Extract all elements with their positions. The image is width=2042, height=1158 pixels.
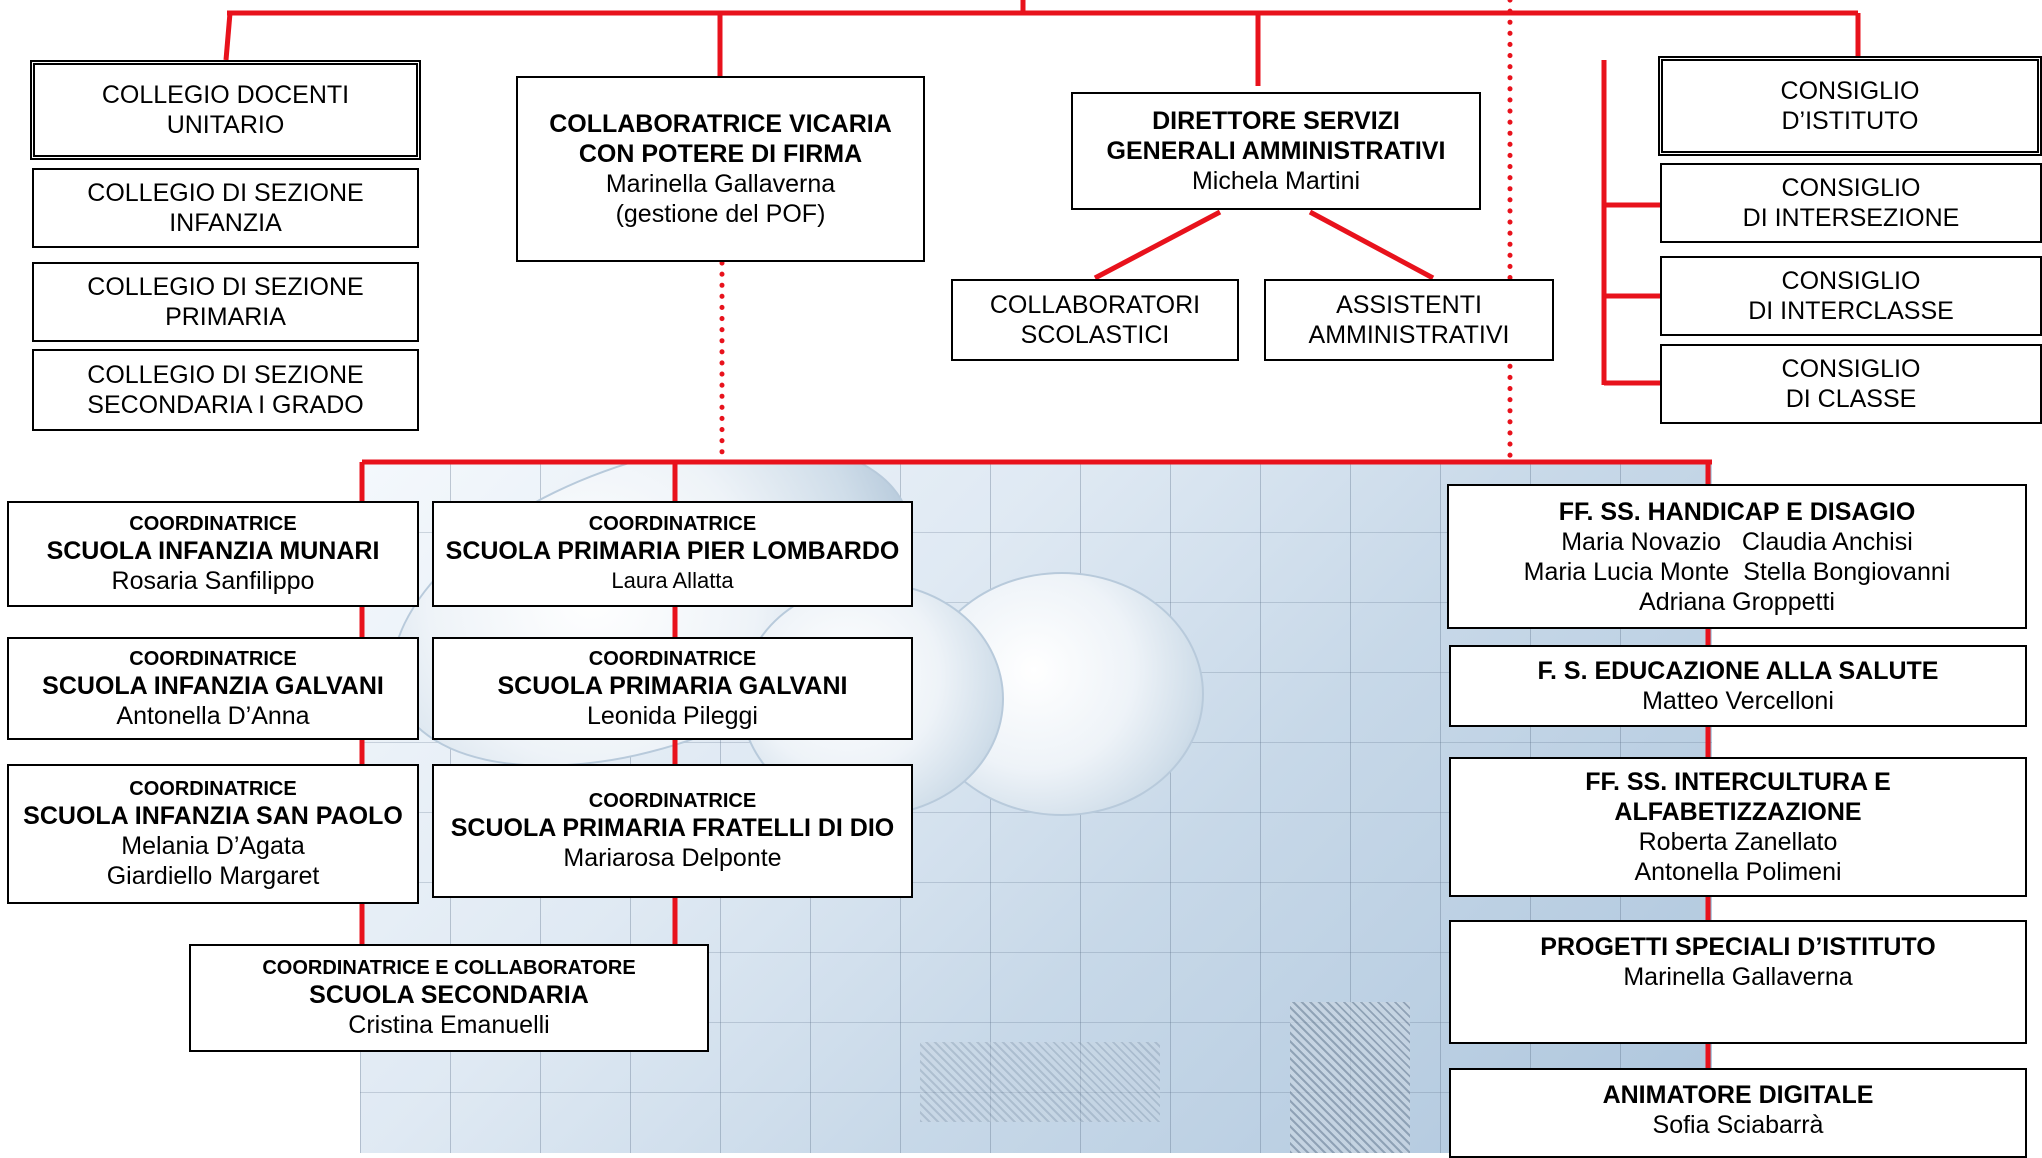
dsga-name: Michela Martini (1191, 167, 1361, 195)
vicaria-title-line-2: CON POTERE DI FIRMA (578, 140, 863, 168)
consiglio-istituto-line-1: CONSIGLIO (1780, 77, 1920, 105)
consiglio-classe-line-1: CONSIGLIO (1781, 355, 1921, 383)
coord-school: SCUOLA PRIMARIA FRATELLI DI DIO (450, 814, 895, 842)
collegio-primaria-box: COLLEGIO DI SEZIONE PRIMARIA (32, 262, 419, 342)
coord-role: COORDINATRICE (588, 513, 757, 535)
blueprint-detail (920, 1042, 1160, 1122)
blueprint-detail (1290, 1002, 1410, 1153)
funzione-name: Antonella Polimeni (1634, 858, 1842, 886)
funzione-title: ANIMATORE DIGITALE (1602, 1081, 1874, 1109)
consiglio-interclasse-box: CONSIGLIO DI INTERCLASSE (1660, 256, 2042, 336)
coordinatrice-infanzia-san-paolo-box: COORDINATRICE SCUOLA INFANZIA SAN PAOLO … (7, 764, 419, 904)
consiglio-intersezione-line-1: CONSIGLIO (1781, 174, 1921, 202)
coord-role: COORDINATRICE (129, 513, 297, 535)
collegio-unitario-line-1: COLLEGIO DOCENTI (101, 81, 350, 109)
collegio-infanzia-line-1: COLLEGIO DI SEZIONE (87, 179, 364, 207)
collaboratori-line-2: SCOLASTICI (1020, 321, 1170, 349)
consiglio-classe-line-2: DI CLASSE (1785, 385, 1917, 413)
coordinatrice-primaria-fratelli-di-dio-box: COORDINATRICE SCUOLA PRIMARIA FRATELLI D… (432, 764, 913, 898)
funzione-name: Adriana Groppetti (1639, 587, 1835, 616)
coord-school: SCUOLA SECONDARIA (309, 981, 589, 1009)
coord-school: SCUOLA INFANZIA SAN PAOLO (23, 802, 403, 830)
ff-ss-handicap-box: FF. SS. HANDICAP E DISAGIO Maria Novazio… (1447, 484, 2027, 629)
consiglio-intersezione-line-2: DI INTERSEZIONE (1742, 204, 1960, 232)
collegio-infanzia-box: COLLEGIO DI SEZIONE INFANZIA (32, 168, 419, 248)
funzione-name: Roberta Zanellato (1638, 828, 1838, 856)
coord-name: Leonida Pileggi (587, 701, 758, 730)
collegio-infanzia-line-2: INFANZIA (169, 209, 282, 237)
ff-ss-intercultura-box: FF. SS. INTERCULTURA E ALFABETIZZAZIONE … (1449, 757, 2027, 897)
coord-name: Giardiello Margaret (106, 862, 320, 890)
dsga-box: DIRETTORE SERVIZI GENERALI AMMINISTRATIV… (1071, 92, 1481, 210)
funzione-name: Marinella Gallaverna (1623, 963, 1853, 991)
collaboratori-scolastici-box: COLLABORATORI SCOLASTICI (951, 279, 1239, 361)
coordinatrice-infanzia-munari-box: COORDINATRICE SCUOLA INFANZIA MUNARI Ros… (7, 501, 419, 607)
funzione-name: Maria Novazio Claudia Anchisi (1561, 527, 1913, 556)
vicaria-name: Marinella Gallaverna (605, 170, 836, 198)
collegio-docenti-unitario-box: COLLEGIO DOCENTI UNITARIO (30, 60, 421, 160)
coordinatrice-primaria-pier-lombardo-box: COORDINATRICE SCUOLA PRIMARIA PIER LOMBA… (432, 501, 913, 607)
progetti-speciali-box: PROGETTI SPECIALI D’ISTITUTO Marinella G… (1449, 920, 2027, 1044)
assistenti-line-1: ASSISTENTI (1336, 291, 1482, 319)
coord-school: SCUOLA PRIMARIA GALVANI (497, 671, 848, 700)
funzione-name: Sofia Sciabarrà (1652, 1111, 1824, 1139)
assistenti-line-2: AMMINISTRATIVI (1308, 321, 1510, 349)
collegio-secondaria-box: COLLEGIO DI SEZIONE SECONDARIA I GRADO (32, 349, 419, 431)
coord-name: Laura Allatta (611, 568, 734, 593)
coordinatrice-infanzia-galvani-box: COORDINATRICE SCUOLA INFANZIA GALVANI An… (7, 637, 419, 740)
funzione-name: Maria Lucia Monte Stella Bongiovanni (1523, 557, 1951, 586)
assistenti-amministrativi-box: ASSISTENTI AMMINISTRATIVI (1264, 279, 1554, 361)
collegio-primaria-line-1: COLLEGIO DI SEZIONE (87, 273, 364, 301)
coord-role: COORDINATRICE (129, 778, 297, 800)
vicaria-note: (gestione del POF) (615, 200, 826, 228)
coord-role: COORDINATRICE (588, 790, 757, 812)
coord-name: Rosaria Sanfilippo (111, 567, 315, 595)
coordinatrice-secondaria-box: COORDINATRICE E COLLABORATORE SCUOLA SEC… (189, 944, 709, 1052)
funzione-title: FF. SS. INTERCULTURA E (1585, 768, 1891, 796)
coordinatrice-primaria-galvani-box: COORDINATRICE SCUOLA PRIMARIA GALVANI Le… (432, 637, 913, 740)
coord-role: COORDINATRICE (129, 647, 297, 670)
collegio-unitario-line-2: UNITARIO (166, 111, 285, 139)
coord-role: COORDINATRICE (588, 647, 757, 670)
collaboratrice-vicaria-box: COLLABORATRICE VICARIA CON POTERE DI FIR… (516, 76, 925, 262)
dsga-title-line-1: DIRETTORE SERVIZI (1152, 107, 1400, 135)
coord-name: Melania D’Agata (121, 832, 305, 860)
coord-name: Antonella D’Anna (116, 701, 310, 730)
funzione-title: F. S. EDUCAZIONE ALLA SALUTE (1537, 657, 1939, 685)
vicaria-title-line-1: COLLABORATRICE VICARIA (549, 110, 892, 138)
animatore-digitale-box: ANIMATORE DIGITALE Sofia Sciabarrà (1449, 1068, 2027, 1158)
consiglio-classe-box: CONSIGLIO DI CLASSE (1660, 344, 2042, 424)
coord-school: SCUOLA INFANZIA MUNARI (46, 537, 380, 565)
coord-role: COORDINATRICE E COLLABORATORE (262, 957, 636, 979)
collaboratori-line-1: COLLABORATORI (989, 291, 1201, 319)
consiglio-interclasse-line-1: CONSIGLIO (1781, 267, 1921, 295)
coord-school: SCUOLA INFANZIA GALVANI (42, 671, 384, 700)
collegio-primaria-line-2: PRIMARIA (165, 303, 286, 331)
funzione-name: Matteo Vercelloni (1642, 687, 1834, 715)
consiglio-intersezione-box: CONSIGLIO DI INTERSEZIONE (1660, 163, 2042, 243)
dsga-title-line-2: GENERALI AMMINISTRATIVI (1106, 137, 1446, 165)
funzione-title: FF. SS. HANDICAP E DISAGIO (1558, 497, 1916, 526)
collegio-secondaria-line-2: SECONDARIA I GRADO (87, 391, 364, 419)
consiglio-istituto-line-2: D’ISTITUTO (1781, 107, 1919, 135)
fs-educazione-salute-box: F. S. EDUCAZIONE ALLA SALUTE Matteo Verc… (1449, 645, 2027, 727)
consiglio-istituto-box: CONSIGLIO D’ISTITUTO (1658, 56, 2042, 156)
funzione-title: ALFABETIZZAZIONE (1614, 798, 1862, 826)
coord-name: Mariarosa Delponte (563, 844, 782, 872)
coord-name: Cristina Emanuelli (348, 1011, 550, 1039)
consiglio-interclasse-line-2: DI INTERCLASSE (1748, 297, 1954, 325)
coord-school: SCUOLA PRIMARIA PIER LOMBARDO (445, 537, 900, 565)
funzione-title: PROGETTI SPECIALI D’ISTITUTO (1540, 933, 1936, 961)
collegio-secondaria-line-1: COLLEGIO DI SEZIONE (87, 361, 364, 389)
